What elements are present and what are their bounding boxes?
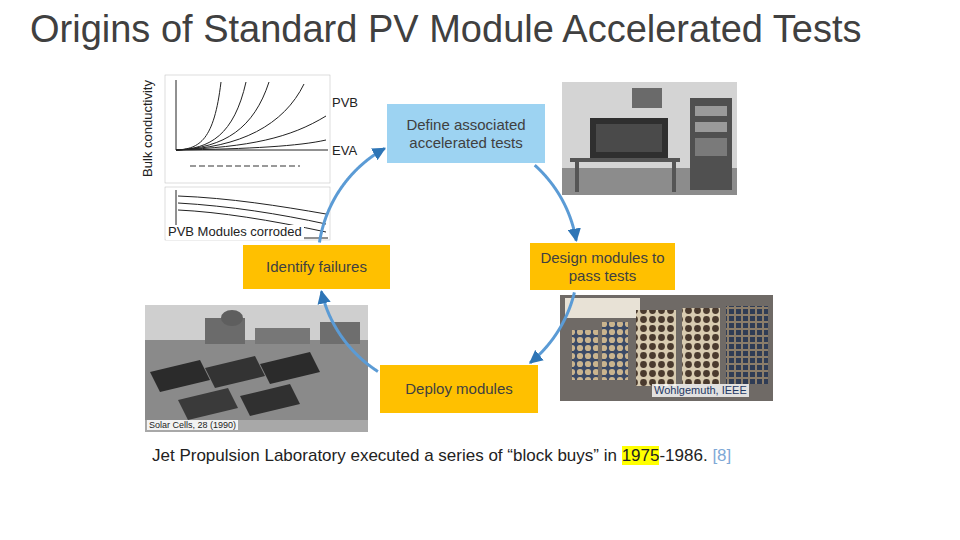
- process-box: Deploy modules: [380, 365, 538, 413]
- process-box: Define associated accelerated tests: [387, 104, 545, 163]
- figure-caption-line: [190, 165, 300, 167]
- cycle-arrow: [535, 165, 576, 241]
- module-rack: [150, 360, 210, 392]
- slide-title: Origins of Standard PV Module Accelerate…: [30, 8, 862, 51]
- figure-note: PVB Modules corroded: [166, 225, 304, 240]
- cycle-arrow: [321, 291, 378, 371]
- table-leg: [672, 162, 676, 192]
- resistivity-curve: [178, 203, 326, 224]
- cycle-arrow: [319, 148, 384, 242]
- rack-panel: [695, 122, 727, 132]
- building: [255, 328, 310, 344]
- chart-axis: [176, 80, 177, 150]
- pv-module: [726, 306, 768, 384]
- equipment-rack: [690, 98, 732, 190]
- test-equipment-photo: [562, 82, 737, 195]
- chart-frame: [165, 187, 330, 240]
- node-label: Identify failures: [266, 258, 367, 276]
- node-label: Design modules to pass tests: [540, 249, 665, 285]
- chamber-window: [596, 124, 662, 152]
- node-label: Deploy modules: [405, 380, 513, 398]
- legend-label: PVB: [332, 96, 358, 111]
- text-stack: Deploy modules: [405, 380, 513, 398]
- text-stack: Identify failures: [266, 258, 367, 276]
- pv-module: [636, 310, 676, 386]
- isotherm-curve: [176, 140, 326, 150]
- photo-roof: [145, 340, 368, 432]
- photo-sign: [565, 298, 640, 318]
- photo-ground: [560, 295, 773, 401]
- tank: [221, 310, 243, 326]
- table-leg: [575, 162, 579, 192]
- module-rack: [178, 388, 238, 420]
- process-box: Identify failures: [243, 245, 390, 289]
- meter-box: [632, 88, 662, 108]
- module-rack: [205, 356, 265, 388]
- node-label: Define associated accelerated tests: [397, 116, 535, 152]
- rack-panel: [695, 138, 727, 156]
- test-chamber: [590, 118, 668, 158]
- photo-credit: Wohlgemuth, IEEE: [652, 384, 749, 397]
- pv-module: [682, 308, 720, 384]
- text-stack: Define associated accelerated tests: [397, 116, 535, 152]
- cycle-arrow: [530, 292, 574, 362]
- pv-module: [572, 330, 598, 380]
- photo-foreground: [145, 420, 368, 432]
- module-rack: [260, 352, 320, 384]
- conductivity-chart: [165, 75, 330, 183]
- pv-module: [602, 322, 628, 380]
- rack-panel: [695, 106, 727, 116]
- chart-frame: [165, 75, 330, 183]
- axis-label: Bulk conductivity: [141, 80, 156, 177]
- text-stack: Design modules to pass tests: [540, 249, 665, 285]
- photo-wall: [562, 82, 737, 195]
- legend-label: EVA: [332, 144, 357, 159]
- lab-table: [570, 158, 680, 162]
- isotherm-curve: [176, 82, 269, 150]
- isotherm-curve: [176, 82, 246, 150]
- resistivity-chart: [165, 187, 330, 240]
- slide-caption: Jet Propulsion Laboratory executed a ser…: [152, 446, 731, 466]
- process-box: Design modules to pass tests: [530, 243, 675, 290]
- module-rack: [240, 384, 300, 416]
- modules-photo: [560, 295, 773, 401]
- photo-credit: Solar Cells, 28 (1990): [147, 420, 238, 430]
- isotherm-curve: [176, 84, 304, 150]
- isotherm-curve: [176, 116, 326, 150]
